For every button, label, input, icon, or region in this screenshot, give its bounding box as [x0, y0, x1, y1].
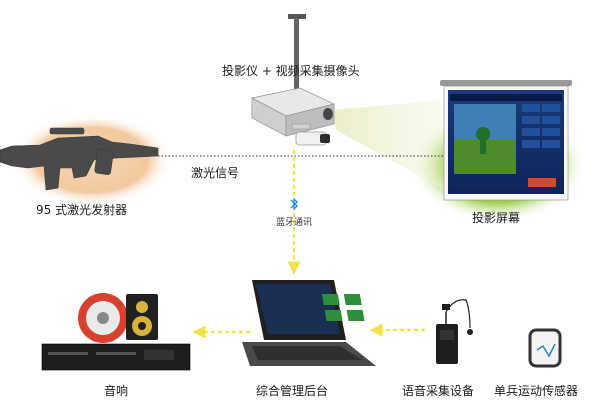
screen-label: 投影屏幕	[472, 211, 520, 225]
speaker-system	[42, 293, 190, 370]
backend-label: 综合管理后台	[256, 384, 328, 398]
projector-label: 投影仪 + 视频采集摄像头	[222, 64, 360, 78]
voice-label: 语音采集设备	[402, 384, 474, 398]
bluetooth-icon	[287, 197, 301, 211]
mount-pole	[294, 18, 299, 100]
backend-laptop	[242, 280, 376, 366]
bluetooth-label: 蓝牙通讯	[276, 216, 312, 230]
laser-signal-label: 激光信号	[191, 166, 239, 180]
voice-device	[436, 300, 473, 364]
speaker-label: 音响	[104, 384, 128, 398]
sensor-label: 单兵运动传感器	[494, 384, 578, 398]
projection-screen	[440, 80, 572, 200]
motion-sensor	[530, 330, 560, 366]
rifle-label: 95 式激光发射器	[36, 203, 127, 217]
projection-beam	[330, 100, 445, 190]
